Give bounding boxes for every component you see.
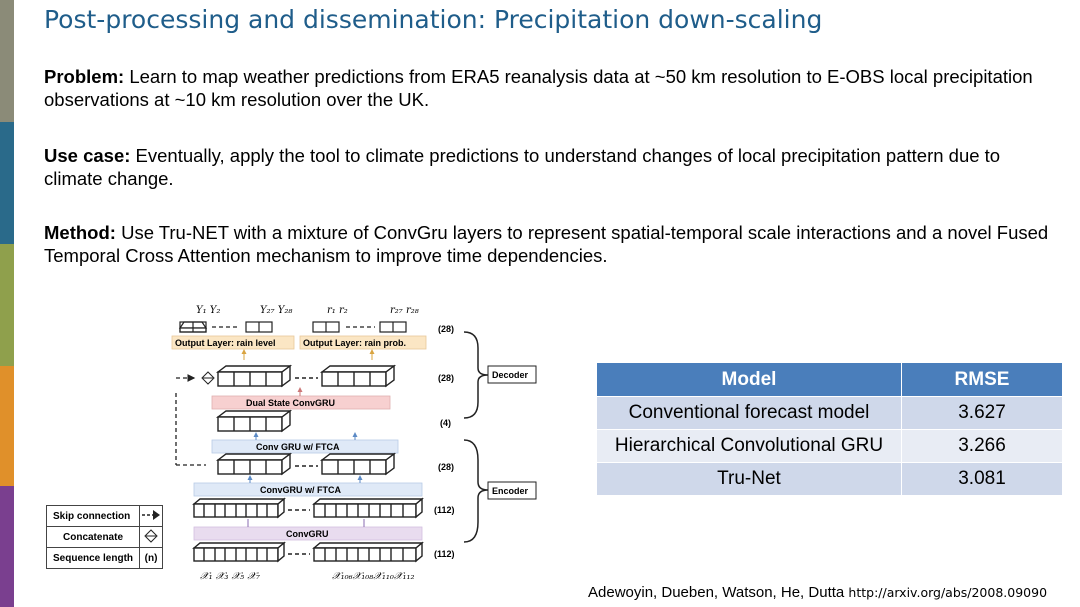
legend-skip-label: Skip connection [45,505,141,527]
model-name-cell: Conventional forecast model [596,396,902,430]
use-case-paragraph: Use case: Eventually, apply the tool to … [44,144,1054,190]
r-label-end: r₂₇ r₂₈ [390,305,419,316]
concatenate-icon [139,526,164,548]
table-row: Hierarchical Convolutional GRU 3.266 [596,429,1063,463]
use-case-label: Use case: [44,145,131,166]
output-layer-rain-level-box [171,335,295,350]
decoder-brace [463,331,489,419]
slide-sidebar [0,0,14,607]
rmse-cell: 3.266 [901,429,1063,463]
output-blocks [178,321,407,333]
model-name-cell: Hierarchical Convolutional GRU [596,429,902,463]
results-table: Model RMSE Conventional forecast model 3… [596,362,1063,496]
legend-seq-label: Sequence length [45,547,141,569]
seq-length-28-decoder: (28) [438,373,454,383]
encoder-label-box [487,481,537,500]
method-text: Use Tru-NET with a mixture of ConvGru la… [44,222,1049,266]
seq-length-112-input: (112) [434,549,455,559]
decoder-label: Decoder [492,370,529,380]
x-input-labels-right: 𝒳₁₀₆𝒳₁₀₈𝒳₁₁₀𝒳₁₁₂ [332,571,415,582]
method-paragraph: Method: Use Tru-NET with a mixture of Co… [44,221,1054,267]
output-layer-rain-prob: Output Layer: rain prob. [303,338,406,348]
legend-row-seq: Sequence length (n) [45,547,164,569]
citation: Adewoyin, Dueben, Watson, He, Dutta http… [588,584,1047,601]
method-label: Method: [44,222,116,243]
diagram-legend: Skip connection Concatenate Sequence len… [45,505,164,569]
use-case-text: Eventually, apply the tool to climate pr… [44,145,1001,189]
output-layer-rain-level: Output Layer: rain level [175,338,276,348]
r-label-start: r₁ r₂ [327,305,348,316]
seq-length-28-encoder: (28) [438,462,454,472]
citation-link[interactable]: http://arxiv.org/abs/2008.09090 [848,585,1048,600]
sidebar-band-1 [0,0,14,122]
skip-connection-icon [139,505,164,527]
conv-gru-ftca-box-2 [193,482,423,497]
seq-length-112-upper: (112) [434,505,455,515]
dual-state-convgru-label: Dual State ConvGRU [246,398,335,408]
output-layer-rain-prob-box [299,335,427,350]
seq-length-4: (4) [440,418,451,428]
encoder-row-112-input [192,541,424,563]
encoder-row-4 [215,409,293,433]
seq-length-28-top: (28) [438,324,454,334]
decoder-label-box [487,365,537,384]
encoder-row-112-upper [192,497,424,519]
sidebar-band-3 [0,244,14,366]
conv-gru-ftca-label-1: Conv GRU w/ FTCA [256,442,340,452]
model-name-cell: Tru-Net [596,462,902,496]
legend-row-skip: Skip connection [45,505,164,527]
rmse-cell: 3.627 [901,396,1063,430]
y-label-end: Y₂₇ Y₂₈ [260,305,292,316]
results-header-row: Model RMSE [596,362,1063,397]
header-rmse: RMSE [901,362,1063,397]
dual-state-convgru-box [211,395,391,410]
problem-paragraph: Problem: Learn to map weather prediction… [44,65,1054,111]
y-label-start: Y₁ Y₂ [196,305,220,316]
decoder-row-28 [215,364,397,388]
encoder-brace [463,439,489,543]
table-row: Tru-Net 3.081 [596,462,1063,496]
header-model: Model [596,362,902,397]
citation-authors: Adewoyin, Dueben, Watson, He, Dutta [588,584,845,601]
tru-net-architecture-diagram: Y₁ Y₂ Y₂₇ Y₂₈ r₁ r₂ r₂₇ r₂₈ (28) Output … [171,305,537,582]
problem-text: Learn to map weather predictions from ER… [44,66,1033,110]
legend-seq-symbol: (n) [139,547,164,569]
problem-label: Problem: [44,66,125,87]
convgru-box [193,526,423,541]
table-row: Conventional forecast model 3.627 [596,396,1063,430]
sidebar-band-5 [0,486,14,607]
encoder-label: Encoder [492,486,529,496]
slide-title: Post-processing and dissemination: Preci… [44,5,823,34]
legend-row-concat: Concatenate [45,526,164,548]
x-input-labels-left: 𝒳₁ 𝒳₃ 𝒳₅ 𝒳₇ [200,571,260,582]
conv-gru-ftca-label-2: ConvGRU w/ FTCA [260,485,341,495]
sidebar-band-4 [0,366,14,486]
conv-gru-ftca-box-1 [211,439,399,454]
encoder-row-28 [215,452,397,476]
sidebar-band-2 [0,122,14,244]
rmse-cell: 3.081 [901,462,1063,496]
convgru-label: ConvGRU [286,529,329,539]
legend-concat-label: Concatenate [45,526,141,548]
